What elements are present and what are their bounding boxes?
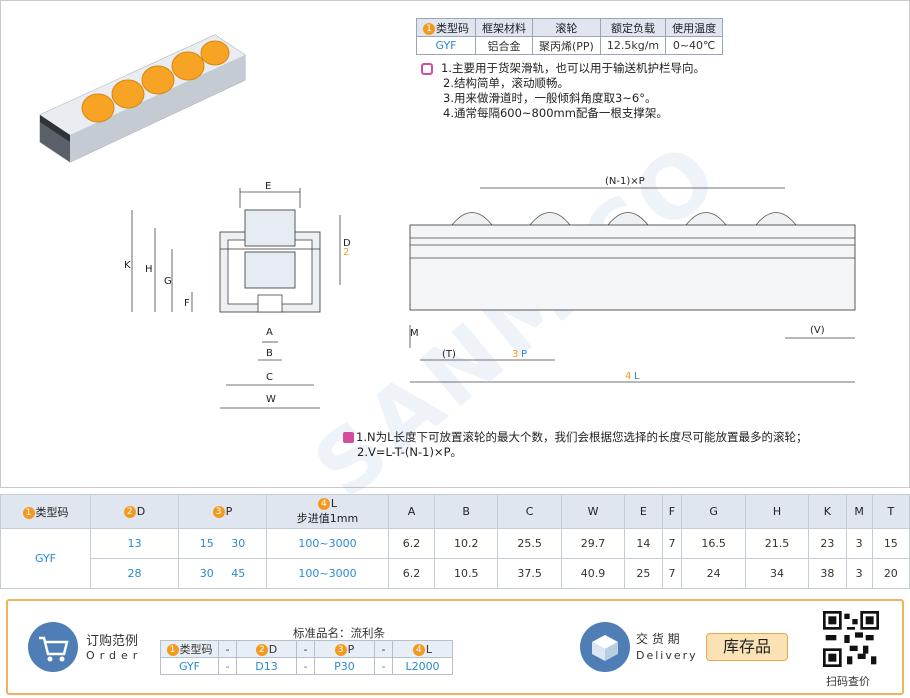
dims-h-G: G: [681, 494, 746, 529]
dim-M: M: [410, 328, 419, 339]
dim-V: (V): [810, 325, 825, 336]
cross-section-drawing: E K H G F 2 D A B C W: [124, 181, 351, 409]
qr-code-icon[interactable]: [823, 611, 879, 667]
delivery-label: 交 货 期: [636, 632, 680, 646]
dims-h-K: K: [808, 494, 847, 529]
spec-header-frame: 框架材料: [475, 18, 533, 37]
dim-D: D: [343, 238, 351, 249]
note-icon: [421, 62, 433, 75]
dims-h-E: E: [624, 494, 663, 529]
dim-C: C: [266, 372, 273, 383]
spec-temp: 0~40℃: [665, 36, 724, 55]
dim-L-badge: 4: [625, 371, 631, 382]
dim-K: K: [124, 260, 131, 271]
spec-header-load: 额定负载: [599, 18, 667, 37]
dim-A: A: [266, 327, 273, 338]
dims-type: GYF: [0, 528, 91, 589]
length-notes: 1.N为L长度下可放置滚轮的最大个数，我们会根据您选择的长度尽可能放置最多的滚轮…: [343, 430, 807, 460]
spec-type: GYF: [416, 36, 476, 55]
delivery-box-icon: [580, 622, 630, 672]
order-label: 订购范例: [86, 634, 139, 649]
dim-B: B: [266, 348, 273, 359]
dims-h-B: B: [433, 494, 499, 529]
feature-notes: 1.主要用于货架滑轨，也可以用于输送机护栏导向。 2.结构简单，滚动顺畅。 3.…: [421, 61, 705, 121]
badge-1: 1: [423, 22, 435, 35]
dims-h-H: H: [744, 494, 810, 529]
dim-W: W: [266, 394, 276, 405]
dims-h-T: T: [871, 494, 910, 529]
std-name: 标准品名：流利条: [293, 626, 385, 640]
dims-h-F: F: [661, 494, 683, 529]
dim-P: P: [521, 349, 527, 360]
dim-NP: (N-1)×P: [605, 176, 645, 187]
note-pink-icon: [343, 432, 354, 443]
dims-h-W: W: [560, 494, 626, 529]
spec-roller: 聚丙烯(PP): [532, 36, 601, 55]
dim-H: H: [145, 264, 153, 275]
dims-h-A: A: [388, 494, 435, 529]
dim-P-badge: 3: [512, 349, 518, 360]
order-label-en: Order: [86, 649, 143, 662]
spec-load: 12.5kg/m: [599, 36, 667, 55]
dim-D-badge: 2: [343, 247, 349, 258]
cart-icon: [28, 622, 78, 672]
qr-label: 扫码查价: [826, 675, 870, 688]
spec-header-roller: 滚轮: [532, 18, 601, 37]
dim-F: F: [184, 298, 190, 309]
dim-L: L: [634, 371, 640, 382]
stock-badge: 库存品: [706, 633, 788, 661]
dim-G: G: [164, 276, 172, 287]
delivery-label-en: Delivery: [636, 649, 698, 662]
dim-E: E: [265, 181, 271, 192]
dim-T: (T): [442, 349, 456, 360]
spec-frame: 铝合金: [475, 36, 533, 55]
product-photo: [39, 34, 246, 163]
dims-h-C: C: [497, 494, 562, 529]
spec-header-temp: 使用温度: [665, 18, 724, 37]
dims-h-M: M: [845, 494, 873, 529]
